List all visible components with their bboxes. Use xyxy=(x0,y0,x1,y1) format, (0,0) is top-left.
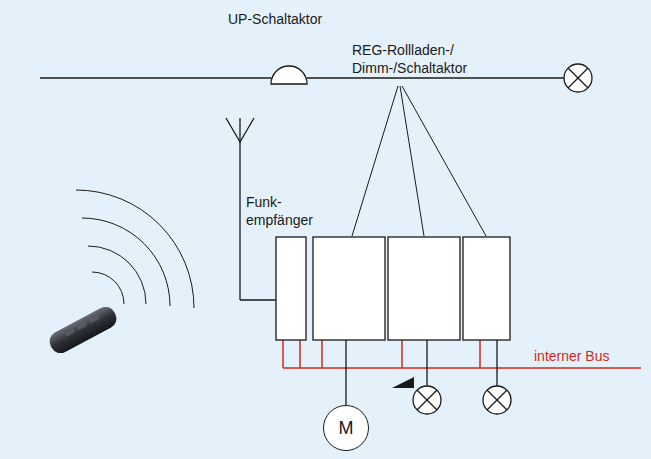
component-label: UP-Schaltaktor xyxy=(228,10,358,28)
bus-label: interner Bus xyxy=(534,347,644,365)
motor-symbol: M xyxy=(323,405,369,451)
motor-letter: M xyxy=(339,418,354,439)
leader-lines xyxy=(352,86,486,236)
component-label: REG-Rollladen-/ Dimm-/Schaltaktor xyxy=(352,41,482,77)
component-label: Funk- empfänger xyxy=(246,193,318,229)
reg-modules xyxy=(276,237,510,340)
dimmer-symbol xyxy=(392,377,414,388)
remote-control xyxy=(46,303,120,356)
up-circuit xyxy=(40,64,592,92)
output-wires xyxy=(346,340,511,414)
radio-waves xyxy=(76,190,194,308)
